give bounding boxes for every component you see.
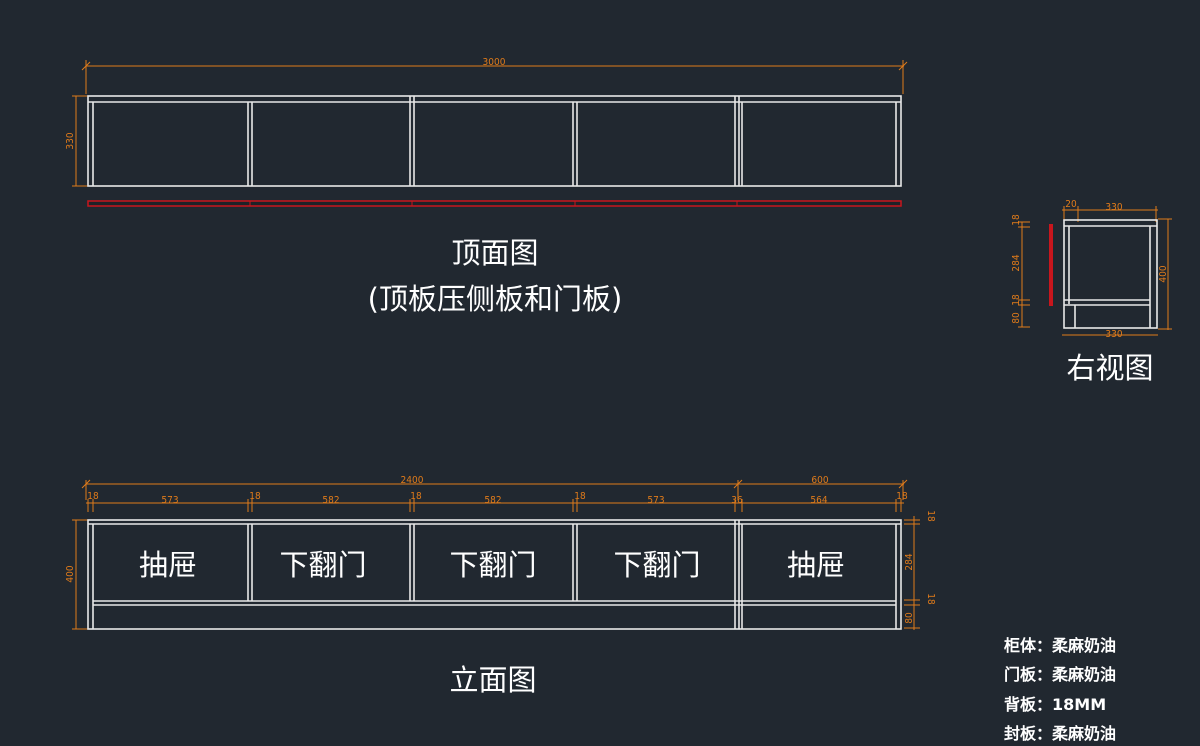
side-view-left-dim-4: 80 bbox=[1011, 312, 1022, 324]
compartment-label-flipdoor-2: 下翻门 bbox=[449, 548, 536, 582]
note-door-panel: 门板：柔麻奶油 bbox=[1004, 665, 1116, 684]
elevation-right-dim-4: 80 bbox=[904, 612, 915, 624]
side-view-left-dimension: 18 284 18 80 bbox=[1011, 214, 1030, 328]
compartment-label-flipdoor-3: 下翻门 bbox=[613, 548, 700, 582]
elevation-height-label: 400 bbox=[65, 565, 76, 582]
elevation-cabinet bbox=[87, 519, 902, 630]
elevation-right-dim-3: 18 bbox=[925, 593, 936, 605]
top-view: 3000 330 bbox=[65, 57, 908, 316]
top-view-width-label: 3000 bbox=[483, 57, 506, 68]
elevation-seg-6: 582 bbox=[484, 495, 501, 506]
elevation-seg-7: 18 bbox=[574, 491, 586, 502]
elevation-view: 2400 600 18 573 18 582 18 582 18 573 bbox=[65, 475, 936, 697]
side-view: 20 330 18 284 18 80 400 bbox=[1011, 199, 1172, 385]
elevation-segment-dimension: 18 573 18 582 18 582 18 573 36 564 18 bbox=[86, 491, 908, 512]
top-view-cabinet bbox=[87, 95, 902, 187]
compartment-label-flipdoor-1: 下翻门 bbox=[279, 548, 366, 582]
elevation-seg-8: 573 bbox=[647, 495, 664, 506]
elevation-right-dim-2: 284 bbox=[904, 553, 915, 570]
elevation-title: 立面图 bbox=[449, 663, 536, 697]
elevation-right-dimension: 18 284 18 80 bbox=[904, 510, 936, 630]
side-view-left-dim-2: 284 bbox=[1011, 254, 1022, 271]
compartment-label-drawer-right: 抽屉 bbox=[787, 548, 845, 582]
elevation-seg-3: 18 bbox=[249, 491, 261, 502]
elevation-seg-9: 36 bbox=[731, 495, 743, 506]
side-view-dim-330-top: 330 bbox=[1105, 202, 1122, 213]
side-view-bottom-dimension: 330 bbox=[1062, 329, 1158, 340]
side-view-dim-330-bottom: 330 bbox=[1105, 329, 1122, 340]
elevation-dim-600: 600 bbox=[811, 475, 828, 486]
top-view-width-dimension: 3000 bbox=[81, 57, 908, 94]
top-view-depth-label: 330 bbox=[65, 132, 76, 149]
side-view-dim-20: 20 bbox=[1065, 199, 1077, 210]
side-view-height-dimension: 400 bbox=[1158, 218, 1172, 330]
elevation-seg-4: 582 bbox=[322, 495, 339, 506]
side-view-door bbox=[1049, 224, 1053, 306]
side-view-cabinet bbox=[1063, 219, 1158, 329]
elevation-seg-5: 18 bbox=[410, 491, 422, 502]
elevation-height-dimension: 400 bbox=[65, 519, 88, 630]
top-view-depth-dimension: 330 bbox=[65, 95, 88, 187]
elevation-right-dim-1: 18 bbox=[925, 510, 936, 522]
elevation-overall-dimension: 2400 600 bbox=[81, 475, 908, 500]
top-view-subtitle: (顶板压侧板和门板) bbox=[368, 282, 623, 316]
note-cabinet-body: 柜体：柔麻奶油 bbox=[1004, 636, 1116, 655]
note-edge-panel: 封板：柔麻奶油 bbox=[1004, 724, 1116, 743]
compartment-label-drawer-left: 抽屉 bbox=[139, 548, 197, 582]
elevation-dim-2400: 2400 bbox=[401, 475, 424, 486]
material-notes: 柜体：柔麻奶油 门板：柔麻奶油 背板：18MM 封板：柔麻奶油 bbox=[1004, 636, 1116, 743]
elevation-seg-2: 573 bbox=[161, 495, 178, 506]
side-view-left-dim-1: 18 bbox=[1011, 214, 1022, 226]
side-view-height-label: 400 bbox=[1158, 265, 1169, 282]
top-view-title: 顶面图 bbox=[451, 236, 538, 270]
side-view-title: 右视图 bbox=[1066, 351, 1153, 385]
note-back-panel: 背板：18MM bbox=[1004, 695, 1106, 714]
side-view-top-dimension: 20 330 bbox=[1062, 199, 1158, 222]
side-view-left-dim-3: 18 bbox=[1011, 294, 1022, 306]
elevation-seg-11: 18 bbox=[896, 491, 908, 502]
top-view-door-strip bbox=[87, 200, 902, 207]
elevation-seg-10: 564 bbox=[810, 495, 827, 506]
elevation-seg-1: 18 bbox=[87, 491, 99, 502]
